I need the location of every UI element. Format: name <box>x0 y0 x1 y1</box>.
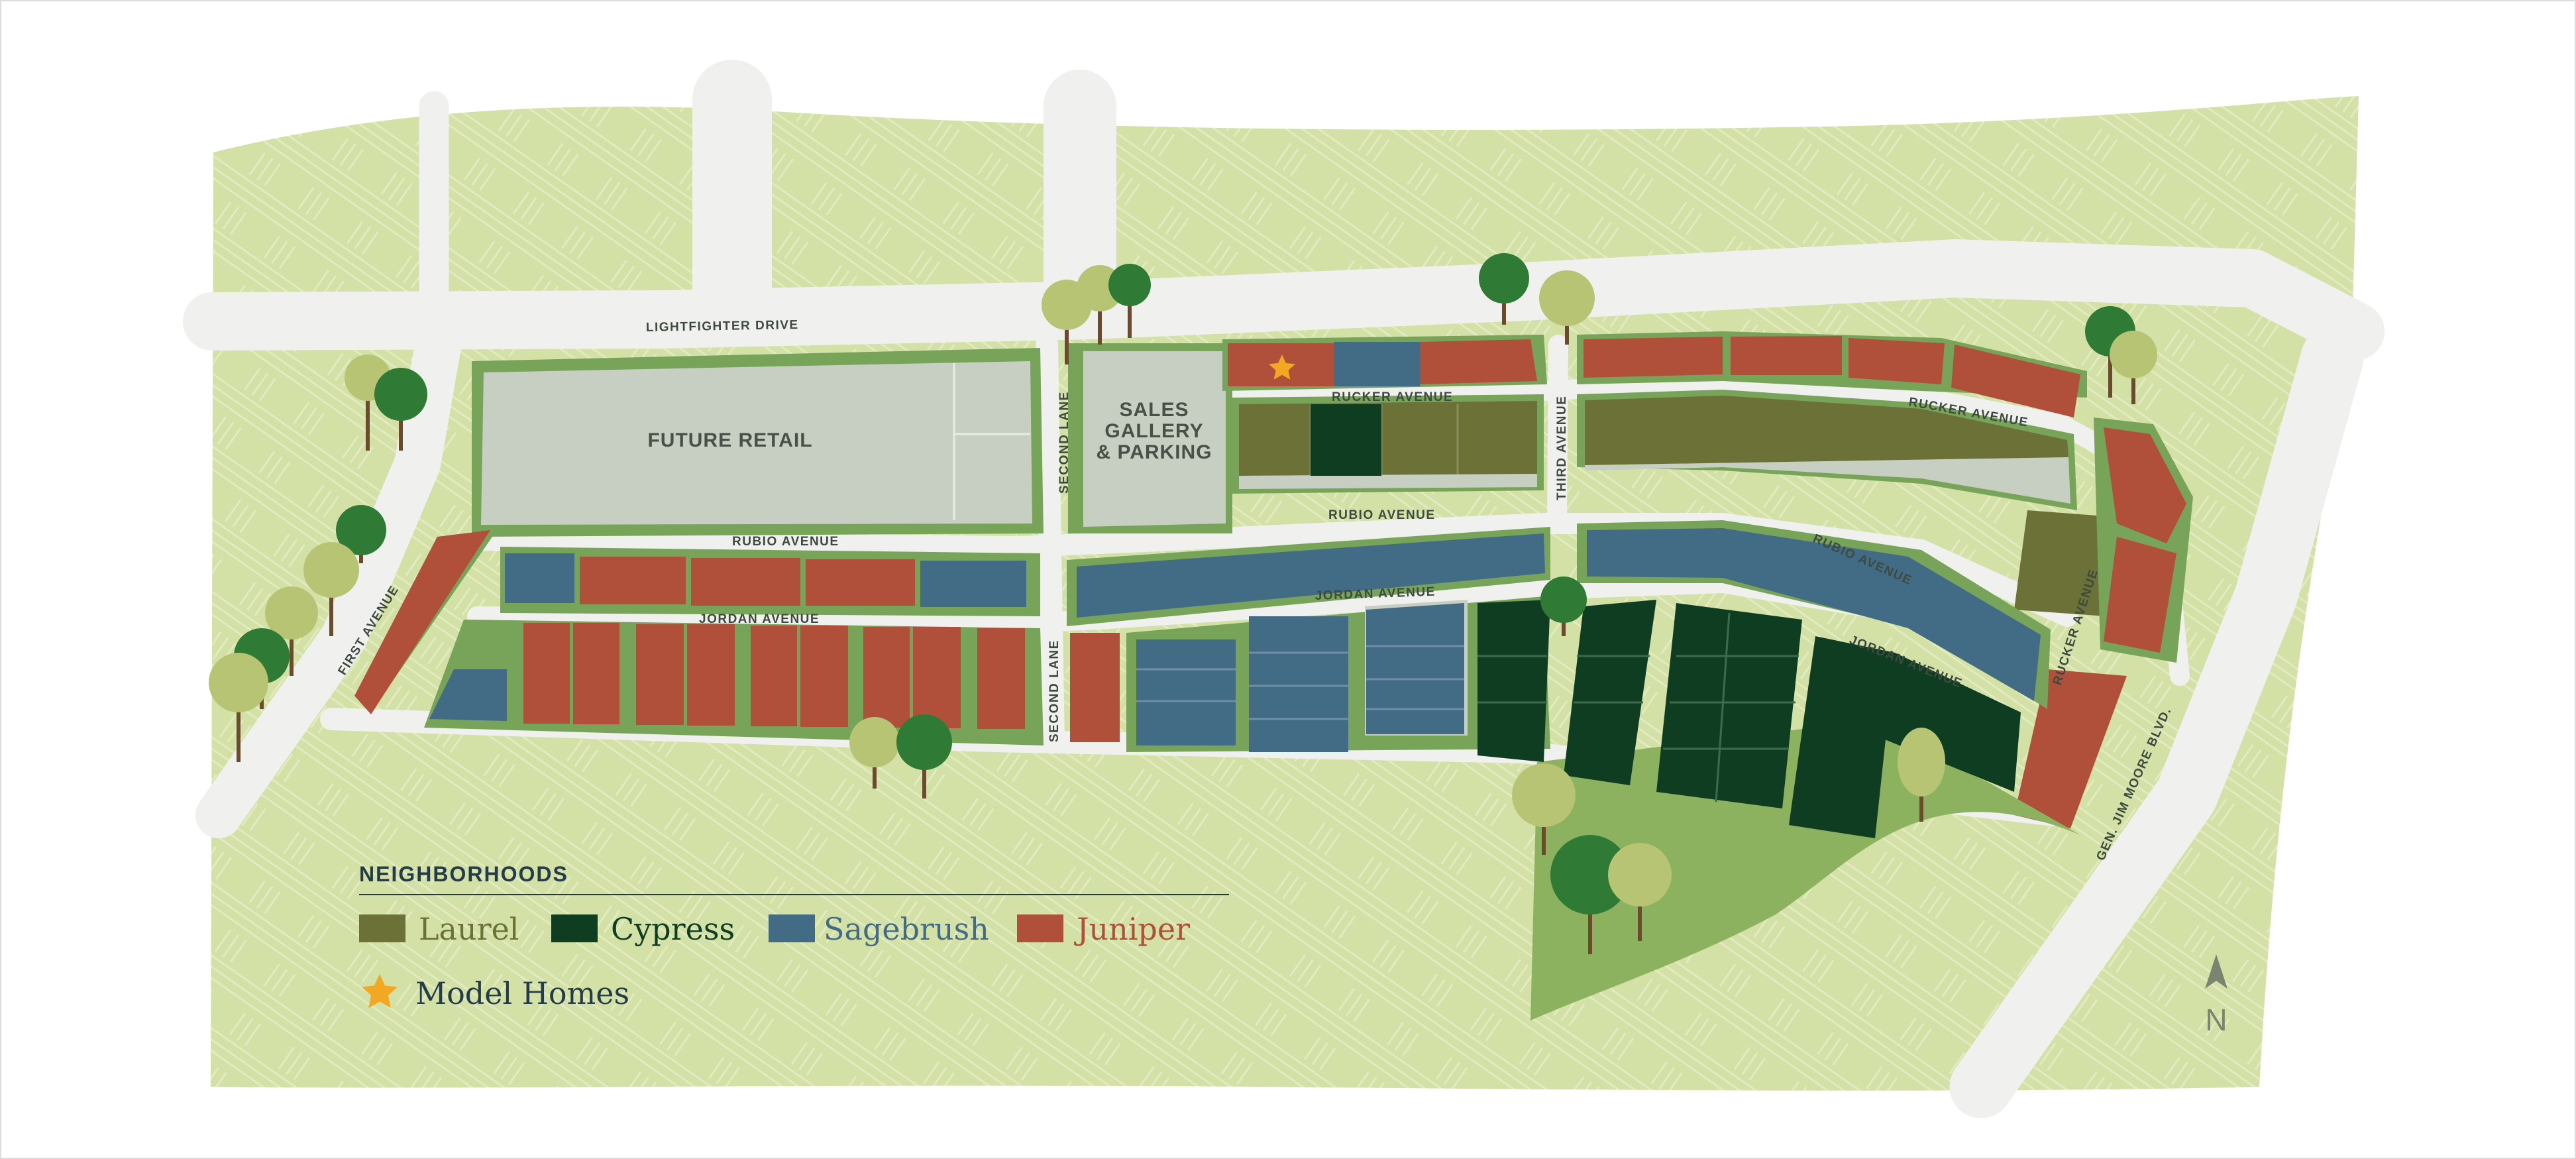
lightfighter-drive-label: LIGHTFIGHTER DRIVE <box>646 318 799 335</box>
tree-icon <box>1512 763 1576 855</box>
juniper-legend-label: Juniper <box>1074 911 1190 947</box>
legend-title: NEIGHBORHOODS <box>359 862 568 886</box>
laurel-block-east <box>1577 390 2114 616</box>
sales-gallery-label-line3: & PARKING <box>1096 441 1212 463</box>
tree-icon <box>2110 331 2157 404</box>
rubio-avenue-label-2: RUBIO AVENUE <box>1328 508 1436 522</box>
tree-icon <box>303 542 359 636</box>
tree-icon <box>265 586 318 676</box>
tree-icon <box>896 714 952 799</box>
cypress-blocks <box>1477 600 2021 838</box>
cypress-swatch <box>551 914 598 942</box>
sales-gallery-label-line2: GALLERY <box>1104 420 1203 442</box>
sagebrush-legend-label: Sagebrush <box>824 911 989 947</box>
sagebrush-center-row <box>1067 520 2051 709</box>
rubio-row-west <box>500 547 1040 616</box>
future-retail-block <box>472 348 1044 537</box>
star-icon <box>1269 355 1295 380</box>
rucker-avenue-label-1: RUCKER AVENUE <box>1332 390 1453 404</box>
second-lane-label-2: SECOND LANE <box>1047 639 1061 742</box>
tree-icon <box>336 505 386 563</box>
trees <box>209 253 2157 954</box>
sales-gallery-block <box>1068 343 1232 533</box>
model-homes-legend-label: Model Homes <box>415 975 629 1011</box>
tree-icon <box>1539 270 1595 345</box>
road-gen-jim-moore-blvd <box>1949 326 2364 1119</box>
road-first-avenue <box>195 308 464 838</box>
tree-icon <box>1898 728 1945 822</box>
road-third-avenue <box>1547 335 1568 527</box>
juniper-swatch <box>1017 914 1063 942</box>
laurel-legend-label: Laurel <box>419 911 519 947</box>
juniper-east-column <box>2014 417 2193 828</box>
tree-icon <box>849 717 900 789</box>
legend: NEIGHBORHOODS Laurel Cypress Sagebrush J… <box>359 862 1229 1011</box>
tree-icon <box>374 368 427 451</box>
jordan-avenue-label-1: JORDAN AVENUE <box>699 612 820 626</box>
third-avenue-label: THIRD AVENUE <box>1555 396 1569 500</box>
second-lane-label-1: SECOND LANE <box>1057 391 1071 494</box>
tree-icon <box>1608 843 1672 941</box>
rubio-avenue-label-1: RUBIO AVENUE <box>732 535 839 549</box>
tree-icon <box>1550 835 1630 954</box>
cypress-legend-label: Cypress <box>611 911 735 947</box>
road-second-lane <box>1036 333 1065 753</box>
north-arrow-icon: N <box>2205 954 2227 1037</box>
laurel-block-center <box>1232 394 1544 494</box>
sagebrush-swatch <box>769 914 815 942</box>
tree-icon <box>209 653 268 762</box>
park-area <box>1530 722 2080 1021</box>
tree-icon <box>1540 577 1587 636</box>
sales-gallery-label-line1: SALES <box>1119 399 1189 421</box>
tree-icon <box>1108 264 1151 338</box>
juniper-top-row <box>1222 331 2087 417</box>
star-icon <box>362 974 398 1009</box>
sagebrush-lower-blocks <box>1126 596 1550 752</box>
lower-west-lots <box>354 530 1120 745</box>
tree-icon <box>1479 253 1529 325</box>
laurel-swatch <box>359 914 405 942</box>
north-label: N <box>2205 1003 2227 1037</box>
future-retail-label: FUTURE RETAIL <box>647 429 812 451</box>
